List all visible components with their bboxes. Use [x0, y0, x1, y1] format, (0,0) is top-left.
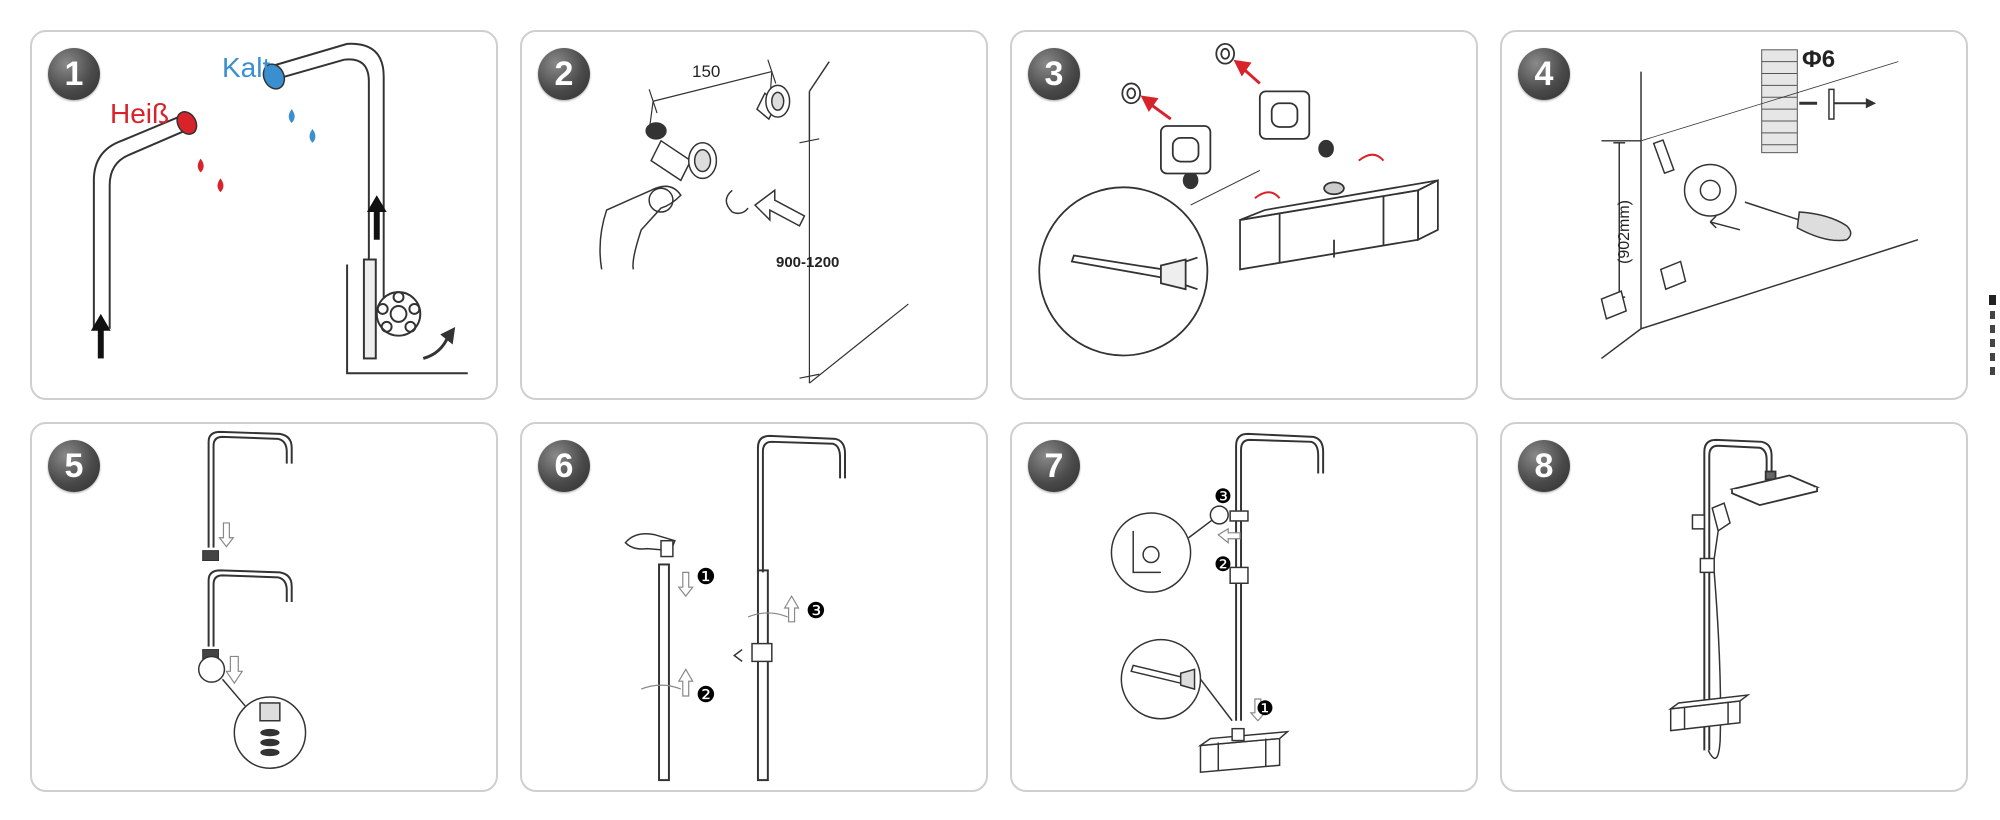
- seal-ring-icon: [725, 189, 749, 215]
- up-arrow-icon: [225, 655, 244, 685]
- thermostatic-mixer-icon: [1239, 178, 1439, 271]
- flow-arrow-icon: [90, 195, 387, 359]
- hot-pipe: [92, 115, 188, 329]
- cold-connector-icon: [262, 63, 286, 90]
- dowel-screw-icon: [1799, 88, 1877, 120]
- cold-water-drops-icon: [288, 109, 316, 143]
- step-2-badge: 2: [538, 48, 590, 100]
- shower-holder-icon: [1209, 505, 1249, 585]
- step-4-panel: 4 Φ6 (902mm): [1500, 30, 1968, 400]
- riser-pipe-icon: [1235, 432, 1325, 721]
- drilling-diagram: [1600, 49, 1919, 360]
- shower-arm-assembly-diagram: [197, 430, 307, 769]
- step-8-panel: 8: [1500, 422, 1968, 792]
- step-5-panel: 5: [30, 422, 498, 792]
- step-1-badge: 1: [48, 48, 100, 100]
- direction-arrow-icon: [1217, 527, 1267, 722]
- hot-connector-icon: [176, 111, 198, 135]
- rotation-arrow-icon: [1254, 153, 1385, 199]
- slider-holder-icon: [732, 642, 773, 663]
- callout-2: ❷: [696, 682, 716, 707]
- direction-arrow-icon: [641, 571, 800, 697]
- callout-3: ❸: [806, 598, 826, 623]
- hot-water-drops-icon: [197, 158, 224, 193]
- rain-shower-head-icon: [1729, 470, 1820, 507]
- riser-connection-diagram: [1110, 432, 1325, 774]
- hex-key-detail-icon: [1110, 512, 1213, 593]
- drill-diameter-label: Φ6: [1802, 46, 1836, 73]
- riser-pipe-icon: [1703, 438, 1773, 751]
- step-7-panel: 7 ❸ ❷ ❶: [1010, 422, 1478, 792]
- hand-shower-icon: [1691, 502, 1731, 574]
- edge-mark: [1988, 295, 1998, 395]
- insert-arrow-icon: [753, 188, 806, 227]
- down-arrow-icon: [218, 522, 235, 548]
- slide-bar-icon: [658, 563, 769, 782]
- step-4-badge: 4: [1518, 48, 1570, 100]
- eccentric-connector-icon: [645, 84, 791, 182]
- hot-label: Heiß: [110, 98, 170, 129]
- thermostatic-mixer-icon: [1197, 727, 1290, 774]
- step-8-badge: 8: [1518, 440, 1570, 492]
- step-3-panel: 3: [1010, 30, 1478, 400]
- wall-mounting-diagram: [599, 59, 909, 384]
- finished-shower-system-diagram: [1668, 438, 1820, 760]
- height-dimension-label: 900-1200: [776, 254, 840, 271]
- bracket-icon: [1600, 139, 1737, 320]
- step-3-badge: 3: [1028, 48, 1080, 100]
- connector-nut-icon: [202, 550, 219, 660]
- callout-2: ❷: [1214, 554, 1232, 576]
- callout-3: ❸: [1214, 486, 1232, 508]
- wall-corner-outline: [1601, 61, 1919, 360]
- step-6-badge: 6: [538, 440, 590, 492]
- step-1-panel: 1 Heiß Kalt: [30, 30, 498, 400]
- shutoff-valve-icon: [346, 258, 468, 375]
- hot-cold-connection-diagram: [90, 42, 468, 375]
- screwdriver-icon: [1709, 201, 1852, 242]
- hand-icon: [624, 533, 676, 558]
- hand-icon: [599, 185, 682, 270]
- spacing-dimension-label: 150: [692, 62, 721, 81]
- washer-icon: [1121, 42, 1334, 190]
- step-5-badge: 5: [48, 440, 100, 492]
- shower-arm-icon: [756, 434, 846, 573]
- callout-1: ❶: [1256, 698, 1274, 720]
- height-dimension-line: [799, 138, 909, 384]
- step-2-panel: 2 150 900-1200: [520, 30, 988, 400]
- wall-flange-icon: [1160, 90, 1311, 175]
- red-arrow-icon: [1140, 59, 1261, 121]
- step-7-badge: 7: [1028, 440, 1080, 492]
- cold-label: Kalt: [222, 52, 271, 83]
- callout-1: ❶: [696, 564, 716, 589]
- wall-outline: [808, 61, 830, 141]
- wrench-detail-icon: [1120, 638, 1233, 722]
- wrench-detail-icon: [1038, 170, 1261, 357]
- thermostatic-mixer-icon: [1668, 693, 1751, 741]
- step-6-panel: 6 ❶ ❷ ❸: [520, 422, 988, 792]
- brick-wall-icon: [1761, 49, 1798, 154]
- mixer-mounting-diagram: [1038, 42, 1439, 357]
- o-ring-detail-icon: [197, 655, 307, 769]
- slide-bar-assembly-diagram: [624, 434, 846, 782]
- cold-pipe: [269, 42, 385, 329]
- shower-arm-icon: [207, 430, 293, 647]
- mount-height-label: (902mm): [1616, 199, 1633, 264]
